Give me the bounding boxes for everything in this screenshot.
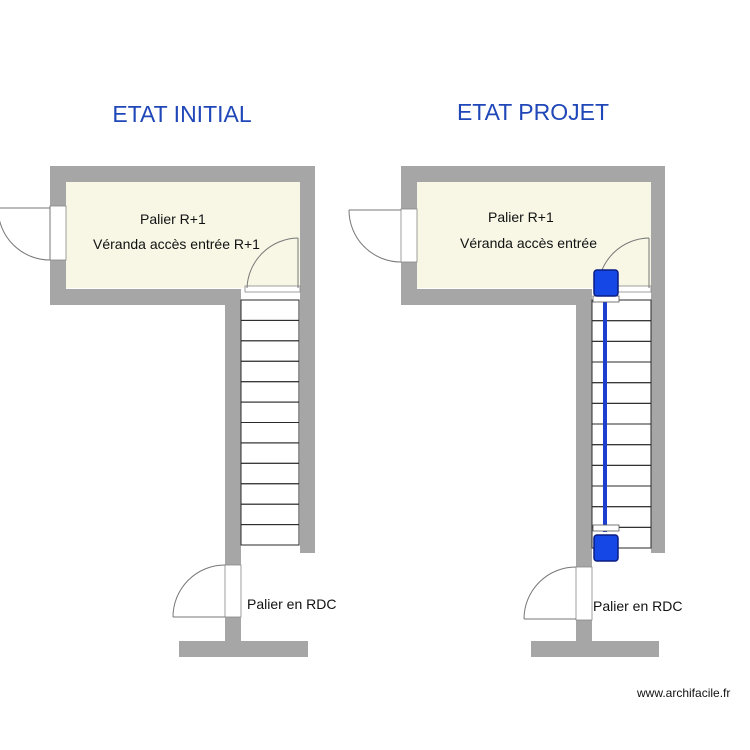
stair-step [591, 299, 652, 322]
wall-left-upper [50, 166, 66, 206]
room-label-palier: Palier R+1 [488, 209, 554, 225]
wall-top [50, 166, 315, 182]
stair-step [591, 485, 652, 508]
wall-left-upper [401, 166, 417, 209]
stair-step [240, 340, 300, 362]
door-swing-arc [246, 237, 299, 289]
stair-step [591, 340, 652, 363]
stair-step [240, 503, 300, 526]
stair-lift-seat-top [593, 269, 619, 297]
room-label-palier: Palier R+1 [140, 211, 206, 227]
wall-stair-left-bottom [576, 620, 592, 647]
stair-step [240, 524, 300, 546]
wall-bottom [531, 641, 659, 657]
plan-title: ETAT PROJET [457, 99, 609, 125]
stair-lift-bracket-bottom [592, 524, 620, 532]
door-exterior [0, 205, 67, 261]
room-label-veranda: Véranda accès entrée R+1 [93, 236, 260, 252]
stair-step [591, 361, 652, 384]
stair-step [240, 422, 300, 444]
stair-step [591, 464, 652, 487]
wall-stair-left [225, 289, 241, 565]
stair-step [591, 402, 652, 425]
door-frame [244, 285, 301, 293]
watermark: www.archifacile.fr [636, 686, 730, 700]
door-stair-top [244, 237, 301, 293]
door-frame [224, 564, 242, 618]
door-swing-arc [523, 566, 577, 620]
wall-room-bottom [50, 289, 225, 305]
wall-right [300, 166, 315, 553]
wall-top [401, 166, 665, 182]
plan-etat-projet: ETAT PROJET [348, 99, 682, 657]
plan-etat-initial: ETAT INITIAL [0, 101, 336, 657]
wall-stair-left-bottom [225, 617, 241, 647]
stair-step [591, 423, 652, 446]
room-label-veranda: Véranda accès entrée [460, 235, 597, 251]
wall-bottom [179, 641, 308, 657]
door-frame [49, 205, 67, 261]
door-rdc [172, 564, 242, 618]
stair-step [591, 382, 652, 404]
stair-step [591, 526, 652, 549]
door-swing-arc [172, 564, 226, 618]
door-swing-arc [348, 209, 402, 263]
stair-step [591, 320, 652, 342]
door-rdc [523, 566, 593, 621]
stair-step [240, 319, 300, 342]
stair-step [240, 483, 300, 505]
wall-room-bottom [401, 289, 576, 305]
stair-step [240, 401, 300, 424]
stair-lift-seat-bottom [593, 534, 619, 562]
stair-step [591, 444, 652, 466]
door-frame [400, 208, 418, 263]
stair-lift-bracket-top [592, 295, 620, 303]
stair-step [240, 381, 300, 403]
staircase [591, 299, 652, 549]
room-floor [66, 182, 300, 288]
label-palier-rdc: Palier en RDC [247, 596, 336, 612]
stair-step [591, 506, 652, 528]
stair-lift [592, 269, 620, 562]
stair-step [240, 462, 300, 485]
door-exterior [348, 208, 418, 263]
label-palier-rdc: Palier en RDC [593, 598, 682, 614]
wall-stair-left [576, 289, 592, 567]
stair-step [240, 299, 300, 321]
wall-right [651, 166, 665, 553]
stair-step [240, 442, 300, 464]
door-swing-arc [0, 220, 51, 261]
stair-step [240, 360, 300, 383]
door-frame [575, 566, 593, 621]
plan-title: ETAT INITIAL [112, 101, 252, 127]
staircase [240, 299, 300, 546]
